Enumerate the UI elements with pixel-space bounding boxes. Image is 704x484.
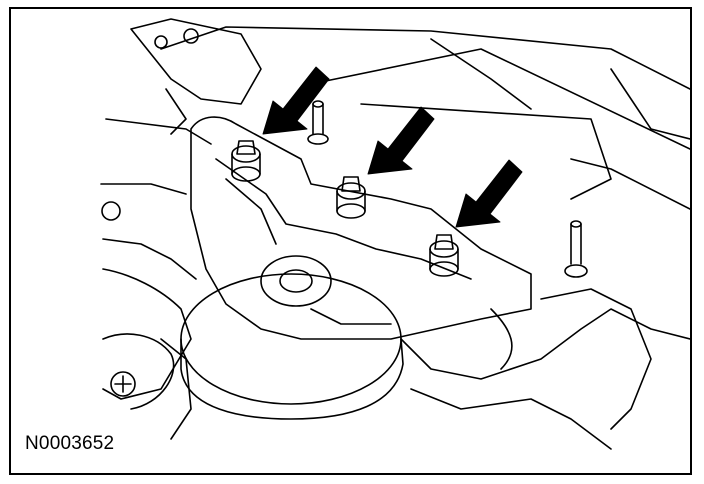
callout-arrow-icon — [262, 66, 330, 135]
round-housing — [180, 273, 404, 420]
upper-left-components — [100, 18, 262, 280]
callout-arrow-icon — [367, 106, 435, 175]
bracket-bolts — [231, 100, 588, 278]
callout-arrow-icon — [455, 159, 523, 228]
engine-bracket-illustration — [100, 18, 690, 450]
bolt-left — [231, 140, 261, 182]
mounting-bracket — [190, 116, 532, 340]
figure-frame: N0003652 — [9, 7, 692, 475]
cylinder-head-outline — [160, 26, 690, 210]
figure-id-label: N0003652 — [25, 433, 115, 454]
bolt-right — [429, 234, 459, 277]
callout-arrows — [262, 66, 523, 228]
lower-right-components — [400, 288, 690, 450]
stud-upper — [307, 100, 329, 145]
stud-right — [564, 220, 588, 278]
lower-left-components — [102, 268, 192, 440]
bolt-center — [336, 176, 366, 219]
